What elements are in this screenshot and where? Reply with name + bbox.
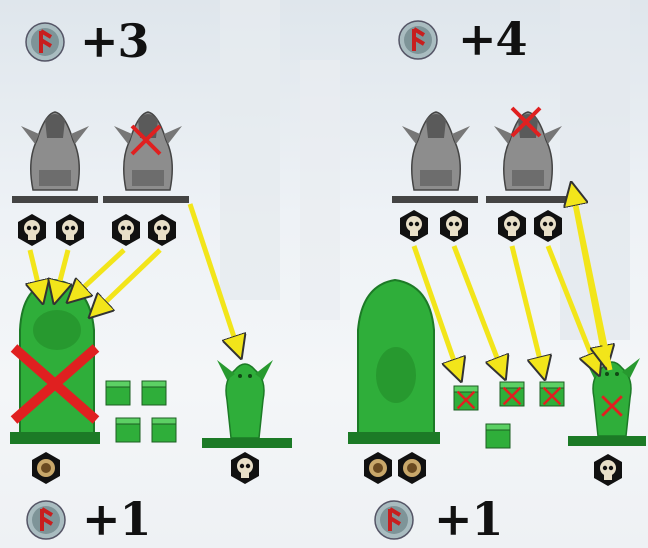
skull-icon [231,452,259,484]
enforcer-figure-eliminated [114,112,182,190]
sentinel-statue-eliminated [10,280,100,444]
rune-coin-icon [375,501,413,539]
green-cube [116,418,140,442]
left-bottom-score: +1 [82,496,151,542]
bronze-seal-icon [32,452,60,484]
skull-icon [56,214,84,246]
right-top-score: +4 [458,16,527,62]
sentinel-statue [348,280,440,444]
green-cube-eliminated [454,386,478,410]
green-cube-eliminated [540,382,564,406]
green-cube [486,424,510,448]
right-bottom-score: +1 [434,496,503,542]
bronze-seal-icon [398,452,426,484]
green-cube [152,418,176,442]
green-cube [106,381,130,405]
skull-icon [112,214,140,246]
skull-icon [400,210,428,242]
gargoyle-figure [217,360,273,438]
skull-icon [148,214,176,246]
skull-icon [18,214,46,246]
rune-coin-icon [26,23,64,61]
enforcer-figure-eliminated [494,108,562,190]
skull-icon [594,454,622,486]
gargoyle-figure-eliminated [584,358,640,436]
enforcer-figure [21,112,89,190]
green-cube-eliminated [500,382,524,406]
rune-coin-icon [27,501,65,539]
rune-coin-icon [399,21,437,59]
skull-icon [534,210,562,242]
bronze-seal-icon [364,452,392,484]
left-top-score: +3 [80,18,149,64]
skull-icon [440,210,468,242]
enforcer-figure [402,112,470,190]
green-cube [142,381,166,405]
skull-icon [498,210,526,242]
